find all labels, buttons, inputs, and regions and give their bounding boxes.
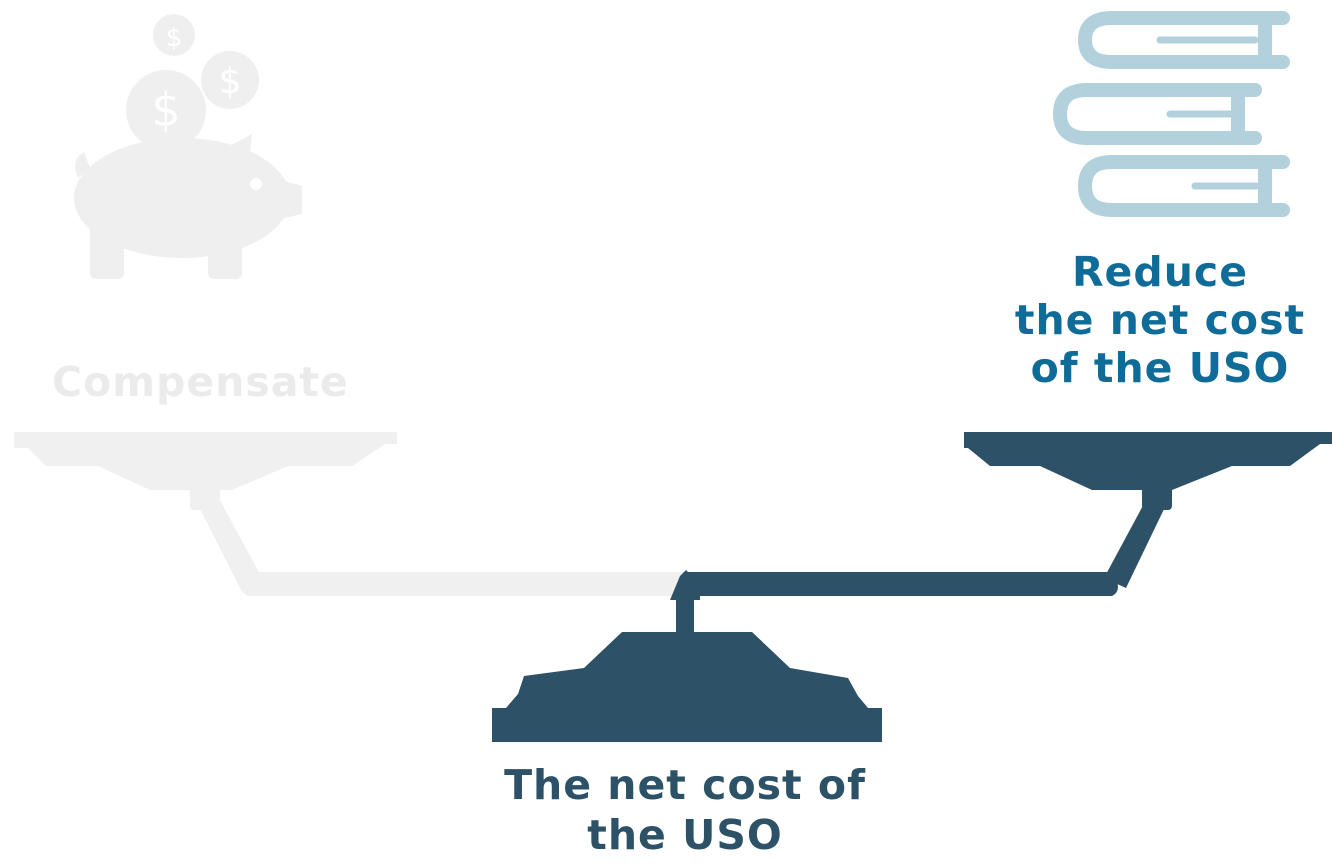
compensate-label: Compensate [52,358,349,406]
svg-text:$: $ [219,61,242,102]
pig-leg-front [208,225,242,279]
pig-tail [75,152,90,178]
coin-large [126,70,206,150]
pig-leg-back [90,225,124,279]
coin-small [153,14,195,56]
books-icon [1052,11,1290,217]
coin-medium [201,51,259,109]
book-middle [1052,83,1262,145]
book-bottom [1077,155,1290,217]
reduce-label-line-1: Reduce [1071,248,1249,296]
reduce-net-cost-label: Reduce the net cost of the USO [960,248,1332,392]
svg-text:$: $ [151,83,180,137]
right-pan [964,432,1332,588]
pig-ear [222,134,252,172]
beam-left [239,572,686,596]
reduce-label-line-2: the net cost [1014,296,1306,344]
scale-base [492,570,882,742]
net-cost-label-line-2: the USO [587,811,783,859]
net-cost-label-line-1: The net cost of [504,761,866,809]
pig-snout [275,178,302,220]
left-pan [14,432,397,588]
piggy-bank-icon: $ $ $ [74,14,302,279]
beam-right [686,572,1118,596]
net-cost-label: The net cost of the USO [440,760,930,860]
reduce-label-line-3: of the USO [1030,344,1290,392]
svg-text:$: $ [166,23,183,53]
scale-beam [239,572,1118,596]
book-top [1077,11,1290,69]
